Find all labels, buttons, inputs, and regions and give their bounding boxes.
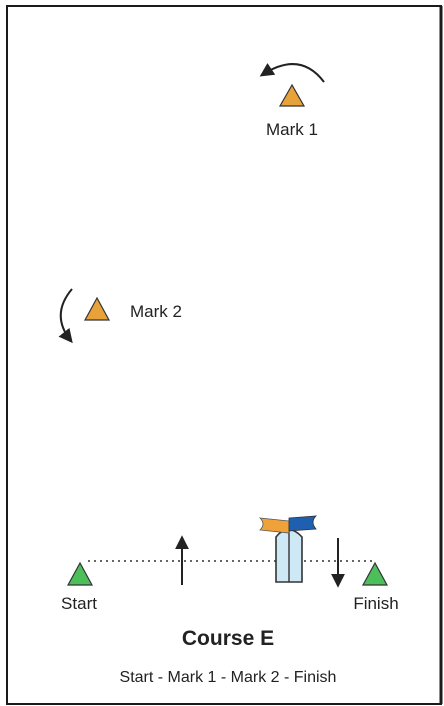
mark-1-buoy-icon: [278, 83, 306, 107]
mark-2-label: Mark 2: [130, 302, 182, 321]
start-label: Start: [61, 594, 97, 613]
mark-2: Mark 2: [58, 288, 182, 344]
mark-1-rounding-arrow: [259, 62, 325, 83]
start-buoy-icon: [66, 561, 94, 586]
course-title: Course E: [182, 627, 274, 650]
mark-1-label: Mark 1: [266, 120, 318, 139]
blue-flag-icon: [288, 515, 318, 532]
course-sequence: Start - Mark 1 - Mark 2 - Finish: [120, 669, 337, 686]
finish-buoy-icon: [361, 561, 389, 586]
mark-1: Mark 1: [259, 62, 325, 139]
start-mark: Start: [61, 561, 97, 613]
orange-flag-icon: [258, 517, 290, 534]
finish-label: Finish: [353, 594, 398, 613]
committee-boat-icon: [258, 515, 318, 583]
finish-mark: Finish: [353, 561, 399, 613]
mark-2-buoy-icon: [83, 296, 111, 321]
mark-2-rounding-arrow: [58, 288, 73, 344]
